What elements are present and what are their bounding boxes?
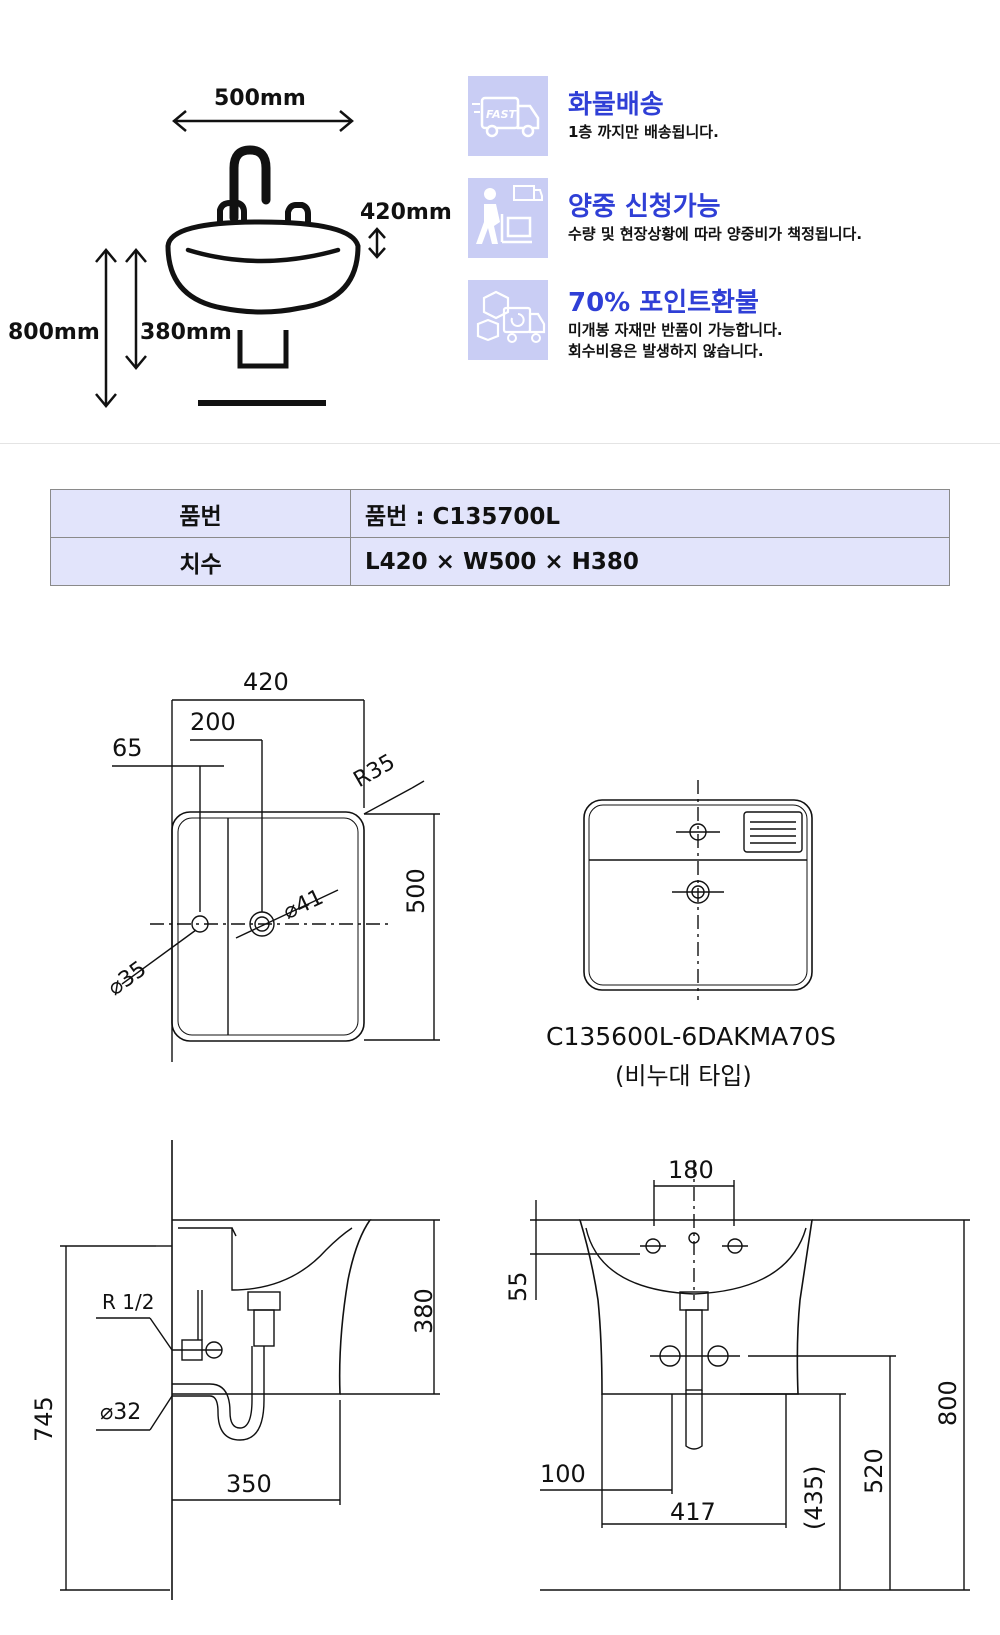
front-view-drawing	[530, 1160, 970, 1591]
dim-depth-label: 420mm	[360, 200, 452, 225]
feature-desc-refund-2: 회수비용은 발생하지 않습니다.	[568, 342, 764, 360]
side-view-drawing	[60, 1140, 440, 1600]
spec-table: 품번 품번 : C135700L 치수 L420 × W500 × H380	[50, 489, 950, 586]
basin-illustration	[95, 110, 386, 408]
plan-dim-200: 200	[190, 708, 236, 736]
feature-desc-delivery: 1층 까지만 배송됩니다.	[568, 123, 719, 141]
spec-value-size: L420 × W500 × H380	[350, 537, 950, 586]
alt-model-label: C135600L-6DAKMA70S	[546, 1022, 836, 1051]
front-dim-417: 417	[670, 1498, 716, 1526]
feature-title-delivery: 화물배송	[568, 90, 664, 120]
plan-dim-420: 420	[243, 668, 289, 696]
front-dim-180: 180	[668, 1156, 714, 1184]
front-dim-800: 800	[934, 1380, 962, 1426]
plan-dim-500: 500	[402, 868, 430, 914]
spec-value-model: 품번 : C135700L	[350, 489, 950, 538]
side-dim-745: 745	[30, 1396, 58, 1442]
plan-dim-65: 65	[112, 734, 143, 762]
table-row: 치수 L420 × W500 × H380	[50, 537, 950, 586]
table-row: 품번 품번 : C135700L	[50, 489, 950, 538]
feature-title-lifting: 양중 신청가능	[568, 192, 721, 222]
feature-desc-refund-1: 미개봉 자재만 반품이 가능합니다.	[568, 321, 783, 339]
feature-title-refund: 70% 포인트환불	[568, 288, 759, 318]
dim-total-height-label: 800mm	[8, 320, 100, 345]
feature-desc-lifting: 수량 및 현장상황에 따라 양중비가 책정됩니다.	[568, 225, 863, 243]
front-dim-520: 520	[860, 1448, 888, 1494]
side-dim-r12: R 1/2	[102, 1290, 155, 1314]
fast-truck-icon: FAST	[468, 76, 548, 156]
delivery-person-icon	[468, 178, 548, 258]
svg-text:FAST: FAST	[486, 108, 518, 121]
return-box-icon	[468, 280, 548, 360]
spec-key-size: 치수	[50, 537, 351, 586]
front-dim-435: (435)	[800, 1465, 828, 1530]
front-dim-100: 100	[540, 1460, 586, 1488]
dim-bowl-height-label: 380mm	[140, 320, 232, 345]
dim-width-label: 500mm	[214, 86, 306, 111]
side-dim-380: 380	[410, 1288, 438, 1334]
plan-view-drawing	[112, 699, 440, 1062]
front-dim-55: 55	[504, 1271, 532, 1302]
side-dim-350: 350	[226, 1470, 272, 1498]
side-dim-phi32: ⌀32	[100, 1400, 142, 1425]
spec-key-model: 품번	[50, 489, 351, 538]
alt-top-view-drawing	[583, 780, 813, 1000]
section-divider	[0, 443, 1000, 444]
alt-note-label: (비누대 타입)	[615, 1062, 752, 1090]
